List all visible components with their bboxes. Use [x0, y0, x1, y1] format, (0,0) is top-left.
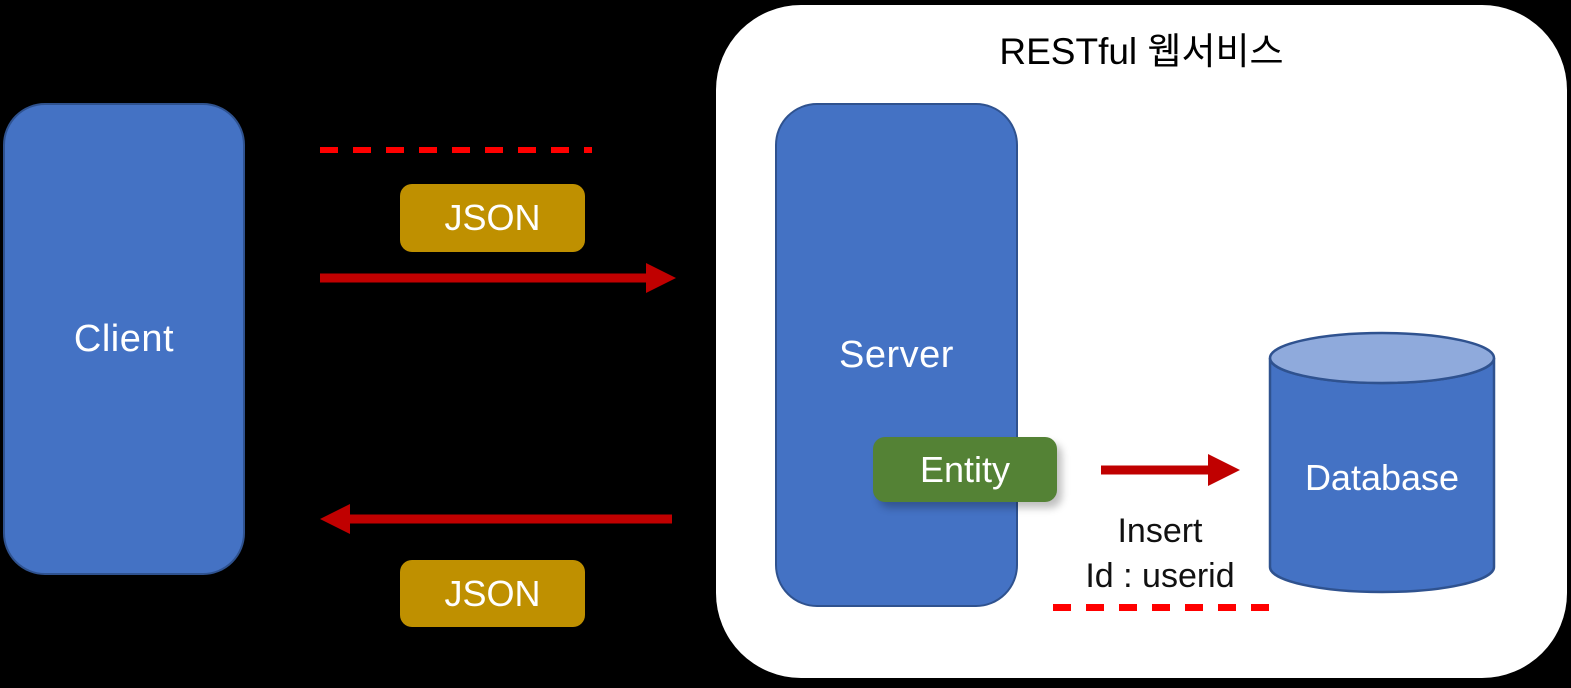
server-box: Server	[775, 103, 1018, 607]
json-response-label: JSON	[444, 572, 541, 614]
insert-arrow-icon	[1101, 454, 1240, 486]
request-arrow-icon	[320, 263, 676, 293]
json-request-badge: JSON	[400, 184, 585, 252]
json-response-badge: JSON	[400, 560, 585, 627]
insert-annotation-line1: Insert	[1117, 512, 1203, 550]
insert-annotation: Insert Id : userid	[1060, 509, 1260, 599]
client-box: Client	[3, 103, 245, 575]
entity-box: Entity	[873, 437, 1057, 502]
response-arrow-icon	[320, 504, 672, 534]
insert-annotation-line2: Id : userid	[1085, 557, 1235, 595]
database-cylinder-icon	[1268, 331, 1496, 594]
json-request-label: JSON	[444, 197, 541, 238]
client-label: Client	[73, 317, 175, 360]
database-label: Database	[1304, 457, 1460, 498]
server-label: Server	[839, 333, 954, 376]
panel-title: RESTful 웹서비스	[999, 31, 1284, 72]
insert-dashed-line	[1053, 604, 1275, 611]
request-dashed-line	[320, 147, 592, 153]
entity-label: Entity	[919, 448, 1011, 490]
